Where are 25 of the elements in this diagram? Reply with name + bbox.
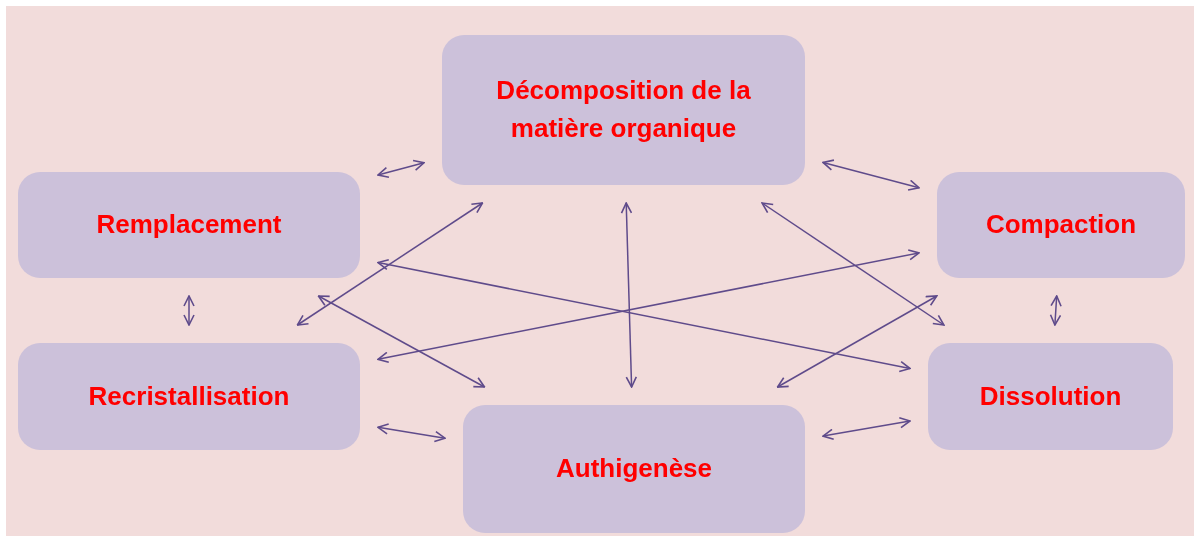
double-arrow (776, 295, 938, 388)
double-arrow (377, 423, 446, 443)
node-label: Remplacement (96, 208, 282, 242)
process-box (18, 172, 360, 278)
double-arrow (620, 202, 638, 388)
process-box (442, 35, 805, 185)
double-arrow (1049, 295, 1062, 326)
double-arrow (822, 159, 920, 191)
double-arrow (377, 159, 425, 179)
double-arrow (822, 417, 911, 441)
node-label: Compaction (985, 208, 1137, 242)
node-label: Authigenèse (556, 452, 712, 486)
process-box (937, 172, 1185, 278)
double-arrow (377, 258, 911, 373)
double-arrow (317, 295, 486, 388)
double-arrow (761, 202, 945, 326)
node-label: Décomposition de la matière organique (495, 74, 752, 145)
double-arrow (183, 295, 195, 326)
process-box (928, 343, 1173, 450)
double-arrow (296, 202, 484, 326)
double-arrow (377, 249, 920, 364)
process-box (463, 405, 805, 533)
process-box (18, 343, 360, 450)
node-label: Recristallisation (88, 379, 290, 413)
node-label: Dissolution (979, 379, 1122, 413)
